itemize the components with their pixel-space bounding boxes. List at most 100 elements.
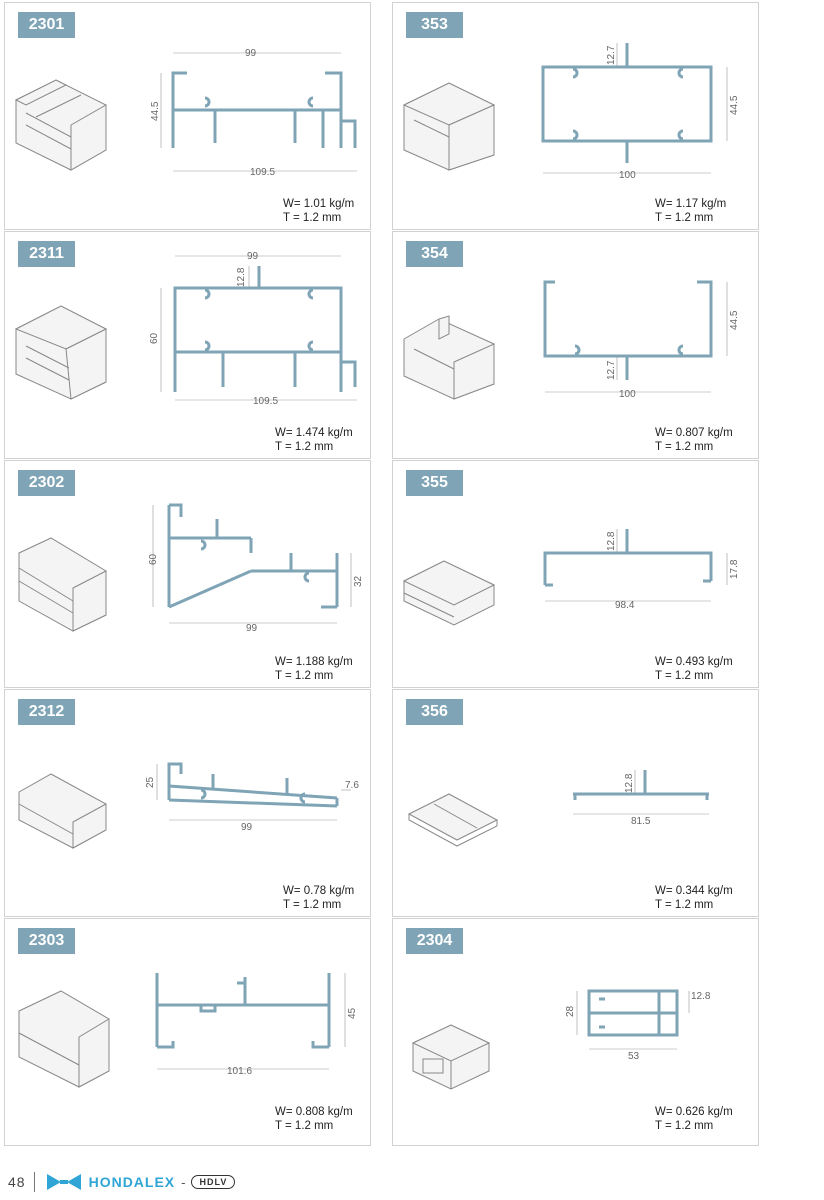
profile-code-badge: 2304 — [406, 928, 463, 954]
profile-card-356: 356 12.8 81.5 W= 0.344 kg/m T = 1.2 mm — [392, 689, 759, 917]
spec-block: W= 0.344 kg/m T = 1.2 mm — [655, 884, 733, 912]
profile-card-2304: 2304 28 12.8 53 W= 0.626 kg/m T = 1.2 mm — [392, 918, 759, 1146]
spec-block: W= 0.626 kg/m T = 1.2 mm — [655, 1105, 733, 1133]
weight-spec: W= 0.807 kg/m — [655, 427, 733, 439]
page-footer: 48 HONDALEX - HDLV — [8, 1170, 236, 1194]
profile-cross-section: 99 44.5 109.5 — [150, 48, 357, 178]
brand-separator: - — [181, 1174, 186, 1190]
dimension-label: 60 — [149, 332, 160, 344]
thickness-spec: T = 1.2 mm — [275, 441, 334, 453]
dimension-label: 45 — [347, 1007, 358, 1019]
thickness-spec: T = 1.2 mm — [275, 670, 334, 682]
profile-card-354: 354 44.5 12.7 100 W= 0.807 kg/m T = 1.2 … — [392, 231, 759, 459]
profile-3d-view — [14, 79, 107, 171]
dimension-label: 7.6 — [345, 780, 359, 791]
dimension-label: 12.7 — [606, 360, 617, 380]
thickness-spec: T = 1.2 mm — [275, 1120, 334, 1132]
thickness-spec: T = 1.2 mm — [655, 441, 714, 453]
page-number: 48 — [8, 1174, 26, 1190]
dimension-label: 12.8 — [624, 773, 635, 793]
profile-cross-section: 45 101.6 — [155, 973, 358, 1077]
dimension-label: 99 — [245, 48, 257, 59]
profile-cross-section: 60 32 99 — [148, 503, 364, 634]
profile-3d-view — [14, 305, 108, 400]
profile-3d-view — [18, 537, 107, 632]
profile-cross-section: 25 7.6 99 — [145, 762, 359, 833]
profile-card-355: 355 12.8 17.8 98.4 W= 0.493 kg/m T = 1.2… — [392, 460, 759, 688]
spec-block: W= 1.474 kg/m T = 1.2 mm — [275, 426, 353, 454]
profile-cross-section: 12.8 81.5 — [573, 770, 709, 827]
profile-3d-view — [402, 560, 496, 626]
profile-card-2311: 2311 99 12.8 — [4, 231, 371, 459]
profile-card-2303: 2303 45 101.6 W= 0.808 kg/m T = 1.2 mm — [4, 918, 371, 1146]
dimension-label: 60 — [148, 553, 159, 565]
weight-spec: W= 1.474 kg/m — [275, 427, 353, 439]
spec-block: W= 0.808 kg/m T = 1.2 mm — [275, 1105, 353, 1133]
profile-code-badge: 2312 — [18, 699, 75, 725]
weight-spec: W= 1.188 kg/m — [275, 656, 353, 668]
thickness-spec: T = 1.2 mm — [655, 1120, 714, 1132]
profile-3d-view — [411, 1024, 491, 1090]
profile-code-badge: 2302 — [18, 470, 75, 496]
spec-block: W= 0.78 kg/m T = 1.2 mm — [283, 884, 354, 912]
profile-cross-section: 44.5 12.7 100 — [543, 280, 740, 400]
dimension-label: 99 — [247, 251, 259, 262]
dimension-label: 12.8 — [236, 267, 247, 287]
dimension-label: 44.5 — [150, 101, 161, 121]
footer-divider — [33, 1172, 35, 1192]
dimension-label: 99 — [246, 623, 258, 634]
profile-code-badge: 2311 — [18, 241, 75, 267]
profile-3d-view — [403, 315, 495, 400]
brand-name: HONDALEX — [88, 1174, 176, 1190]
dimension-label: 17.8 — [729, 559, 740, 579]
dimension-label: 12.8 — [606, 531, 617, 551]
dimension-label: 28 — [565, 1005, 576, 1017]
dimension-label: 99 — [241, 822, 253, 833]
weight-spec: W= 0.493 kg/m — [655, 656, 733, 668]
profile-cross-section: 28 12.8 53 — [565, 989, 711, 1062]
profile-code-badge: 353 — [406, 12, 463, 38]
dimension-label: 101.6 — [227, 1066, 252, 1077]
dimension-label: 100 — [619, 170, 636, 181]
dimension-label: 12.8 — [691, 991, 711, 1002]
thickness-spec: T = 1.2 mm — [283, 212, 342, 224]
profile-code-badge: 356 — [406, 699, 463, 725]
profile-code-badge: 2301 — [18, 12, 75, 38]
thickness-spec: T = 1.2 mm — [655, 212, 714, 224]
dimension-label: 44.5 — [729, 95, 740, 115]
weight-spec: W= 0.78 kg/m — [283, 885, 355, 897]
dimension-label: 32 — [353, 575, 364, 587]
dimension-label: 12.7 — [606, 45, 617, 65]
thickness-spec: T = 1.2 mm — [655, 899, 714, 911]
profile-3d-view — [18, 990, 110, 1088]
profile-3d-view — [402, 82, 496, 171]
spec-block: W= 1.01 kg/m T = 1.2 mm — [283, 197, 354, 225]
thickness-spec: T = 1.2 mm — [283, 899, 342, 911]
dimension-label: 109.5 — [253, 396, 278, 407]
sub-brand-logo: HDLV — [191, 1175, 236, 1189]
weight-spec: W= 0.344 kg/m — [655, 885, 733, 897]
profile-card-353: 353 12.7 44.5 100 W= 1.17 kg/m T = 1. — [392, 2, 759, 230]
dimension-label: 109.5 — [250, 167, 275, 178]
profile-cross-section: 12.8 17.8 98.4 — [543, 529, 740, 611]
profile-card-2301: 2301 99 44.5 — [4, 2, 371, 230]
profile-cross-section: 99 12.8 60 109.5 — [149, 251, 357, 407]
weight-spec: W= 1.01 kg/m — [283, 198, 355, 210]
profile-cross-section: 12.7 44.5 100 — [541, 43, 740, 181]
profile-code-badge: 354 — [406, 241, 463, 267]
profile-code-badge: 355 — [406, 470, 463, 496]
spec-block: W= 0.493 kg/m T = 1.2 mm — [655, 655, 733, 683]
spec-block: W= 0.807 kg/m T = 1.2 mm — [655, 426, 733, 454]
profile-card-2302: 2302 60 32 99 — [4, 460, 371, 688]
dimension-label: 81.5 — [631, 816, 651, 827]
spec-block: W= 1.17 kg/m T = 1.2 mm — [655, 197, 726, 225]
hondalex-logo-icon — [46, 1174, 81, 1190]
weight-spec: W= 1.17 kg/m — [655, 198, 727, 210]
thickness-spec: T = 1.2 mm — [655, 670, 714, 682]
dimension-label: 53 — [628, 1051, 640, 1062]
profile-card-2312: 2312 25 7.6 99 W= 0.78 kg/m T — [4, 689, 371, 917]
dimension-label: 44.5 — [729, 310, 740, 330]
dimension-label: 100 — [619, 389, 636, 400]
dimension-label: 25 — [145, 776, 156, 788]
profile-code-badge: 2303 — [18, 928, 75, 954]
